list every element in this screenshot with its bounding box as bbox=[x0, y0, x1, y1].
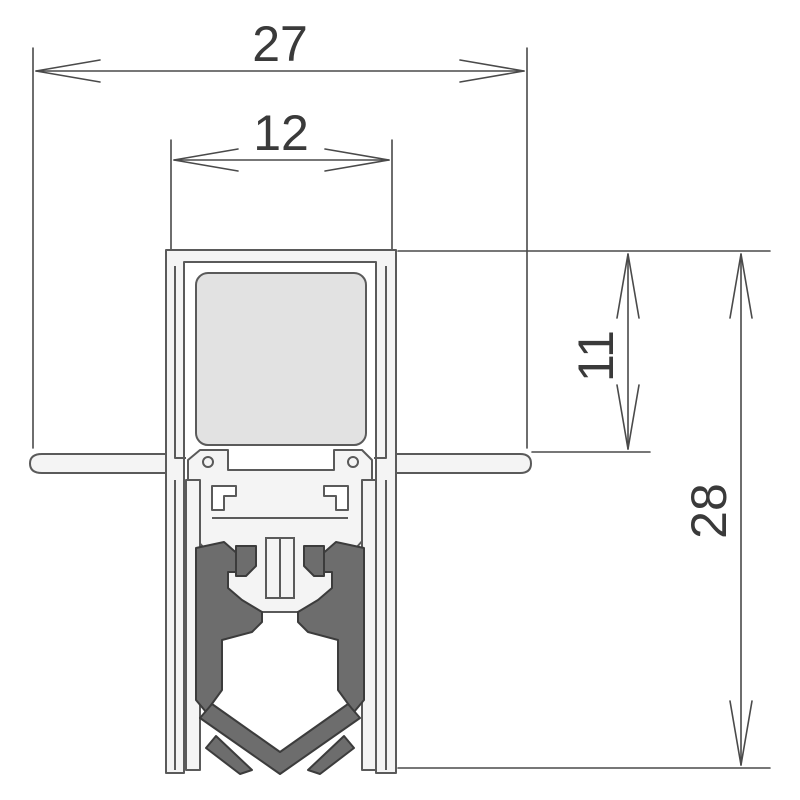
mechanism-block bbox=[195, 272, 367, 446]
center-posts bbox=[265, 537, 295, 599]
dimension-label-28: 28 bbox=[681, 483, 737, 539]
dimension-label-12: 12 bbox=[253, 105, 309, 161]
dimension-label-27: 27 bbox=[252, 16, 308, 72]
slider-slot-left bbox=[211, 485, 237, 511]
retainer-hooks bbox=[202, 456, 359, 468]
rubber-seal bbox=[195, 541, 365, 775]
dimension-lines bbox=[32, 47, 771, 769]
seal-lip-v bbox=[199, 703, 361, 775]
inner-wall-left bbox=[174, 266, 186, 770]
inner-wall-right bbox=[374, 266, 387, 770]
seal-lip-cross-left bbox=[205, 735, 253, 775]
dimension-label-11: 11 bbox=[568, 330, 624, 382]
mounting-flange bbox=[29, 453, 167, 474]
seal-lip-cross-right bbox=[307, 735, 355, 775]
seal-hook-left bbox=[235, 545, 257, 577]
slider-slot-right bbox=[323, 485, 349, 511]
seal-hook-right bbox=[303, 545, 325, 577]
outer-housing bbox=[165, 249, 397, 774]
mounting-flange-right bbox=[393, 453, 532, 474]
